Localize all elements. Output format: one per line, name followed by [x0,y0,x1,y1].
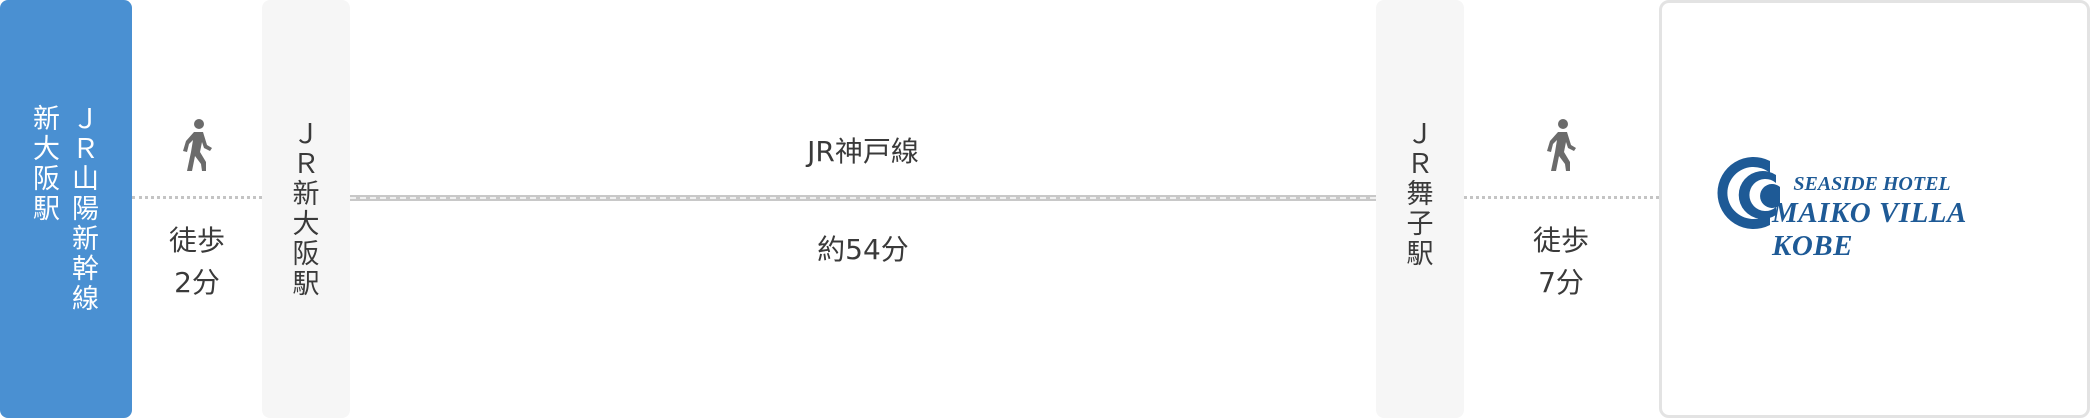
station-jr-maiko: Ｊ Ｒ 舞 子 駅 [1376,0,1464,418]
train-line-name: JR神戸線 [807,135,919,168]
walking-person-icon [183,119,212,171]
train-rail-line [350,195,1376,201]
train-duration: 約54分 [817,233,909,266]
station-jr-shin-osaka: Ｊ Ｒ 新 大 阪 駅 [262,0,350,418]
logo-hotel-name: MAIKO VILLA KOBE [1772,197,1966,262]
origin-station-card: Ｊ Ｒ 山 陽 新 幹 線 新 大 阪 駅 [0,0,132,418]
walk-time-1: 徒歩 2分 [168,224,225,299]
origin-line-name: Ｊ Ｒ 山 陽 新 幹 線 [72,104,99,315]
walk-time-2: 徒歩 7分 [1532,224,1589,299]
walking-person-icon [1547,119,1576,171]
wave-logo-icon [1717,157,1780,229]
walk-path-1 [132,196,262,199]
origin-station-name: 新 大 阪 駅 [33,104,60,225]
walk-path-2 [1464,196,1659,199]
logo-subtitle: SEASIDE HOTEL [1793,173,1951,195]
destination-hotel-card: SEASIDE HOTEL MAIKO VILLA KOBE [1659,0,2090,418]
